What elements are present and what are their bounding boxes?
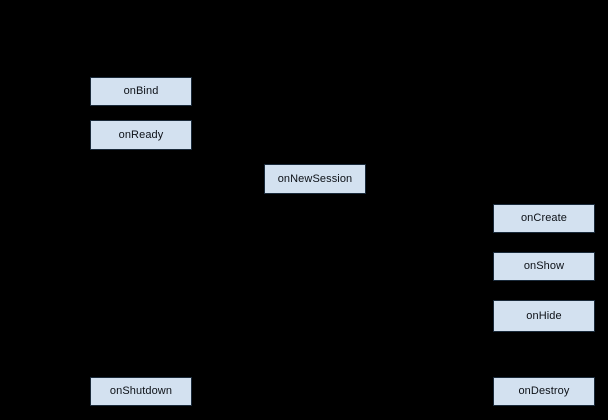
node-label-on-show: onShow bbox=[523, 260, 565, 272]
node-on-ready[interactable]: onReady bbox=[90, 120, 192, 150]
node-on-hide[interactable]: onHide bbox=[493, 300, 595, 332]
node-label-on-ready: onReady bbox=[118, 128, 164, 141]
node-label-on-shutdown: onShutdown bbox=[109, 385, 173, 397]
node-label-on-destroy: onDestroy bbox=[518, 385, 570, 397]
node-label-on-new-session: onNewSession bbox=[277, 172, 353, 185]
node-on-destroy[interactable]: onDestroy bbox=[493, 377, 595, 406]
node-on-new-session[interactable]: onNewSession bbox=[264, 164, 366, 194]
node-on-create[interactable]: onCreate bbox=[493, 204, 595, 233]
node-label-on-hide: onHide bbox=[526, 309, 562, 322]
node-on-bind[interactable]: onBind bbox=[90, 77, 192, 106]
node-on-show[interactable]: onShow bbox=[493, 252, 595, 281]
node-on-shutdown[interactable]: onShutdown bbox=[90, 377, 192, 406]
node-label-on-create: onCreate bbox=[520, 212, 568, 224]
node-label-on-bind: onBind bbox=[123, 85, 159, 97]
